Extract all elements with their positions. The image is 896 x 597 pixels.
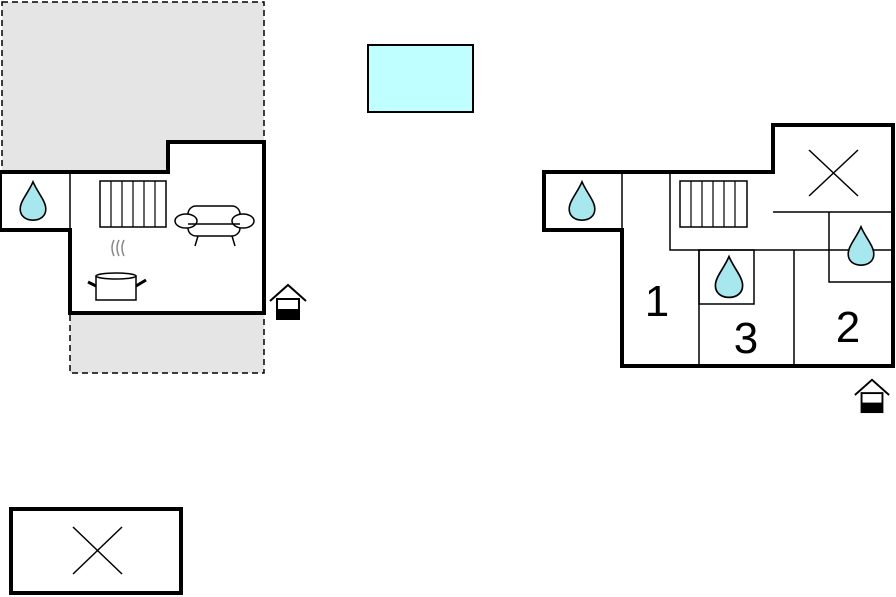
right-building: 1 3 2 (542, 123, 895, 414)
left-building (0, 1, 307, 374)
bathroom-wall (828, 212, 893, 283)
sofa-icon (174, 205, 255, 247)
entrance-icon (853, 378, 891, 414)
bathroom-wall (698, 249, 755, 305)
terrace-lower (69, 312, 265, 374)
pool (367, 44, 474, 113)
cross-icon (808, 149, 859, 197)
separate-storage (9, 507, 183, 595)
cross-icon (72, 526, 123, 575)
radiator-icon (679, 180, 748, 228)
bedroom-block-walls (542, 123, 895, 368)
hallway-wall (669, 172, 893, 251)
bedroom-1-number: 1 (645, 277, 669, 326)
radiator-icon (99, 180, 167, 228)
bedroom-3-number: 3 (734, 314, 758, 363)
cooking-pot-icon (87, 239, 147, 301)
bedroom-2-number: 2 (836, 303, 860, 352)
entrance-icon (269, 284, 307, 320)
